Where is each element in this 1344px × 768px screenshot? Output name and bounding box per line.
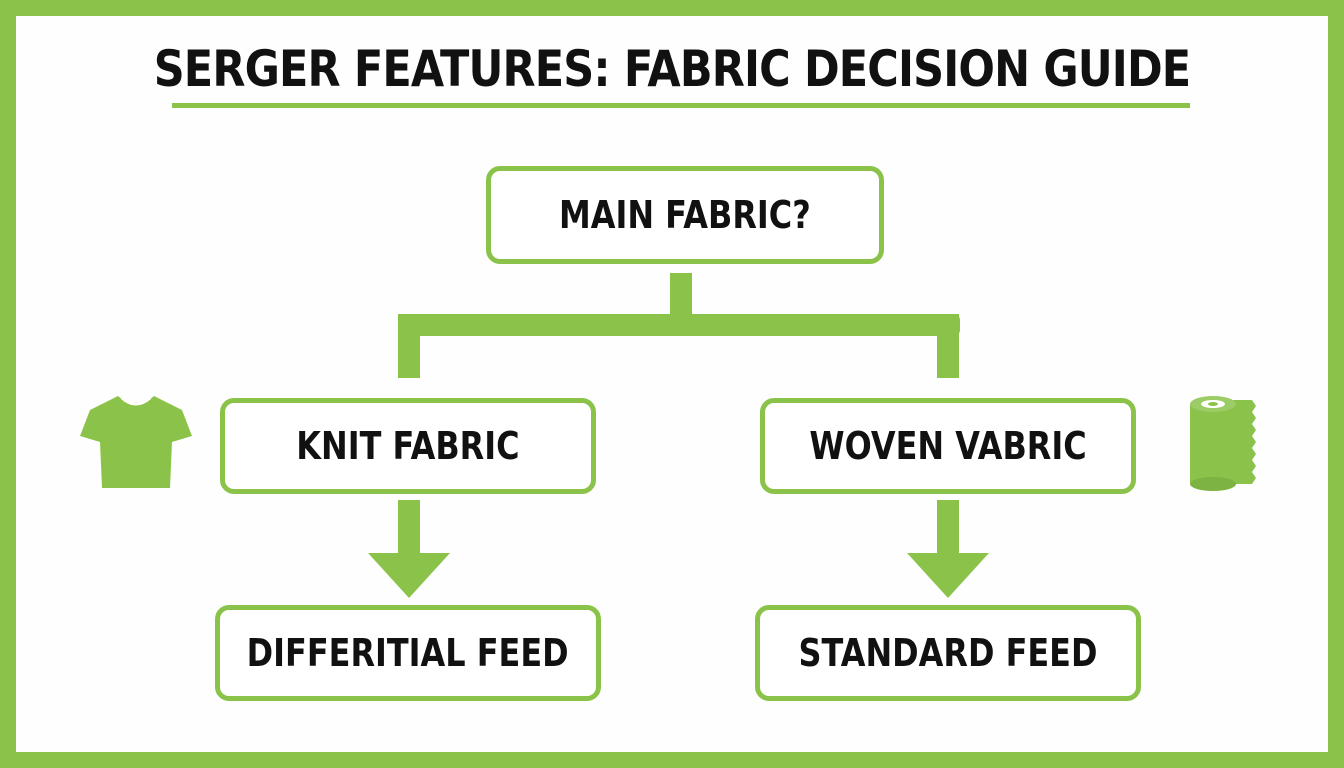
fabric-roll-icon xyxy=(1190,396,1256,491)
right-drop xyxy=(937,314,959,378)
right-arrow xyxy=(907,500,989,598)
knit-fabric-label: KNIT FABRIC xyxy=(296,424,520,468)
root-stem xyxy=(670,273,692,317)
woven-fabric-label: WOVEN VABRIC xyxy=(809,424,1087,468)
knit-fabric-node: KNIT FABRIC xyxy=(220,398,596,494)
page-title: SERGER FEATURES: FABRIC DECISION GUIDE xyxy=(153,40,1191,98)
left-arrow xyxy=(368,500,450,598)
title-underline xyxy=(172,103,1190,108)
root-node: MAIN FABRIC? xyxy=(486,166,884,264)
t-shirt-icon xyxy=(80,396,192,488)
standard-feed-label: STANDARD FEED xyxy=(798,631,1098,675)
woven-fabric-node: WOVEN VABRIC xyxy=(760,398,1136,494)
standard-feed-node: STANDARD FEED xyxy=(755,605,1141,701)
differential-feed-label: DIFFERITIAL FEED xyxy=(247,631,569,675)
branch-bar xyxy=(398,314,960,336)
differential-feed-node: DIFFERITIAL FEED xyxy=(215,605,601,701)
left-drop xyxy=(398,314,420,378)
root-node-label: MAIN FABRIC? xyxy=(559,193,811,237)
